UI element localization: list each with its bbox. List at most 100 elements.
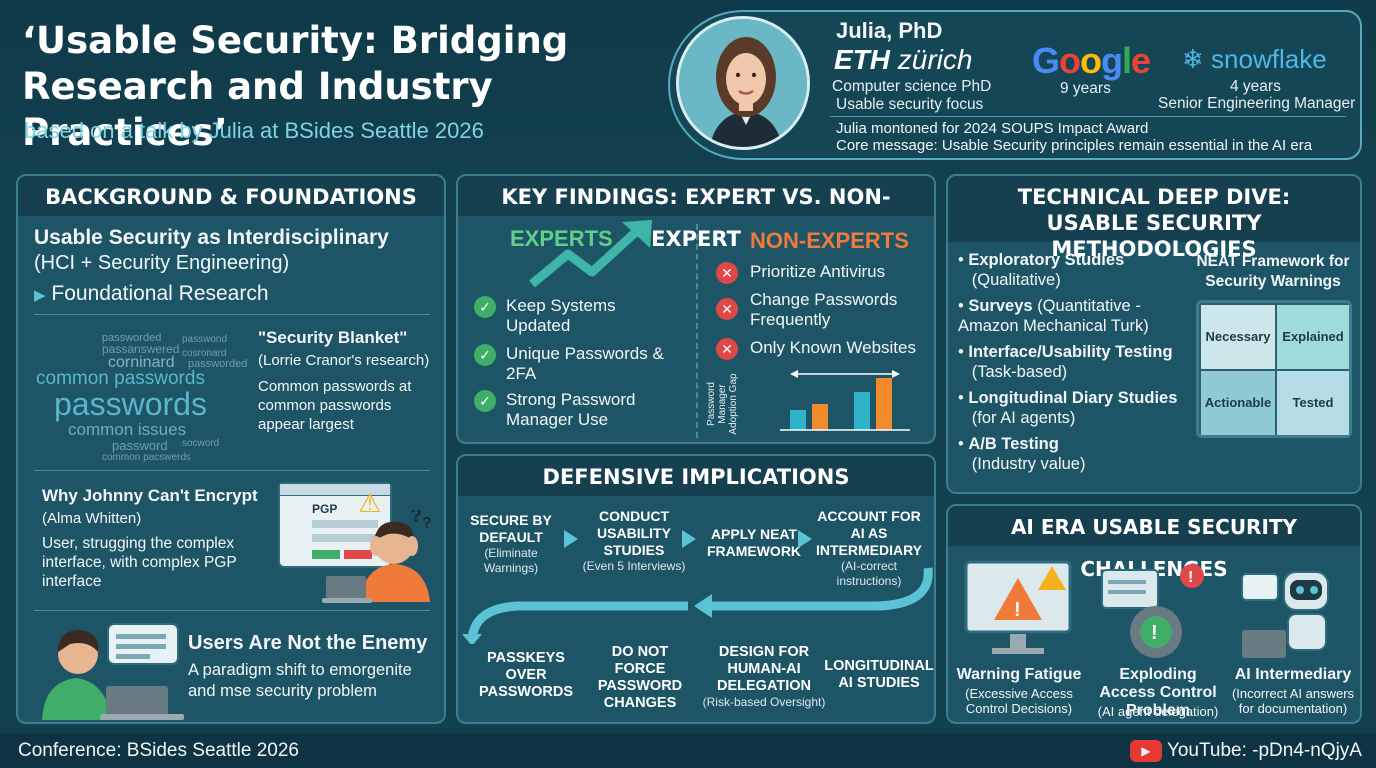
svg-text:!: ! — [1014, 599, 1021, 621]
interdisciplinary-title: Usable Security as Interdisciplinary — [34, 226, 389, 249]
gap-bar — [790, 410, 806, 430]
neat-puzzle: Necessary Explained Actionable Tested — [1196, 300, 1352, 438]
methods-list: • Exploratory Studies (Qualitative) • Su… — [958, 250, 1198, 474]
speaker-note-1: Julia montoned for 2024 SOUPS Impact Awa… — [836, 120, 1149, 137]
defensive-heading: DEFENSIVE IMPLICATIONS — [458, 456, 934, 496]
step-human-ai-delegation: DESIGN FOR HUMAN-AI DELEGATION(Risk-base… — [702, 644, 826, 709]
arrow-right-icon — [564, 530, 578, 548]
neat-necessary: Necessary — [1201, 305, 1275, 369]
enemy-desc: A paradigm shift to emorgenite and mse s… — [188, 661, 412, 700]
security-blanket-title: "Security Blanket" — [258, 328, 408, 347]
check-icon: ✓ — [474, 296, 496, 318]
nonexperts-label: NON-EXPERTS — [750, 228, 909, 253]
pgp-label: PGP — [312, 502, 338, 516]
speaker-note-2: Core message: Usable Security principles… — [836, 137, 1313, 154]
divider — [34, 610, 430, 611]
method-item: • A/B Testing (Industry value) — [958, 435, 1086, 473]
expert-item: ✓ Keep Systems Updated — [474, 296, 684, 336]
neat-actionable: Actionable — [1201, 371, 1275, 435]
step-ai-intermediary: ACCOUNT FOR AI AS INTERMEDIARY(AI-correc… — [815, 508, 923, 588]
expert-item: ✓ Strong Password Manager Use — [474, 390, 684, 430]
gap-bar — [812, 404, 828, 430]
speaker-notes: Julia montoned for 2024 SOUPS Impact Awa… — [830, 116, 1346, 156]
speaker-avatar — [676, 16, 810, 150]
eth-line-2: Usable security focus — [836, 96, 984, 113]
method-item: • Exploratory Studies (Qualitative) — [958, 251, 1125, 289]
subtitle: based on a talk by Julia at BSides Seatt… — [24, 118, 484, 143]
youtube-link[interactable]: ▶ YouTube: -pDn4-nQjyA — [1130, 740, 1362, 762]
step-usability-studies: CONDUCT USABILITY STUDIES(Even 5 Intervi… — [582, 508, 686, 573]
warning-icon: ⚠ — [358, 488, 382, 518]
google-years: 9 years — [1060, 80, 1111, 97]
step-no-forced-changes: DO NOT FORCE PASSWORD CHANGES — [597, 644, 683, 711]
divider — [34, 314, 430, 315]
svg-text:?: ? — [422, 515, 432, 532]
check-icon: ✓ — [474, 390, 496, 412]
title-line-2: Research and Industry Practices’ — [22, 65, 493, 154]
technical-heading: TECHNICAL DEEP DIVE: USABLE SECURITY MET… — [948, 176, 1360, 261]
findings-panel: KEY FINDINGS: EXPERT VS. NON-EXPERT EXPE… — [456, 174, 936, 444]
access-control-sub: (AI agent delegation) — [1097, 704, 1219, 719]
snowflake-years: 4 years — [1230, 78, 1281, 95]
divider — [34, 470, 430, 471]
step-passkeys: PASSKEYS OVER PASSWORDS — [479, 650, 573, 700]
arrow-right-icon — [798, 530, 812, 548]
check-icon: ✓ — [474, 344, 496, 366]
warning-fatigue-sub: (Excessive Access Control Decisions) — [965, 686, 1073, 716]
enemy-title: Users Are Not the Enemy — [188, 632, 428, 654]
warning-fatigue-title: Warning Fatigue — [956, 666, 1082, 683]
background-panel: BACKGROUND & FOUNDATIONS Usable Security… — [16, 174, 446, 724]
ai-robot-icon — [1241, 571, 1329, 658]
nonexpert-item: ✕ Only Known Websites — [716, 338, 926, 360]
friendly-user-illustration — [42, 623, 184, 720]
step-neat-framework: APPLY NEAT FRAMEWORK — [706, 526, 802, 559]
trend-up-icon — [529, 220, 652, 288]
speaker-name: Julia, PhD — [836, 18, 943, 43]
ai-intermediary-sub: (Incorrect AI answers for documentation) — [1231, 686, 1355, 716]
security-blanket-sub: (Lorrie Cranor's research) — [258, 352, 430, 369]
johnny-title: Why Johnny Can't Encrypt — [42, 486, 258, 505]
neat-tested: Tested — [1277, 371, 1349, 435]
method-item: • Surveys (Quantitative - Amazon Mechani… — [958, 297, 1149, 335]
cross-icon: ✕ — [716, 262, 738, 284]
warning-monitor-icon: ! — [964, 560, 1072, 654]
access-control-icon: ! ! — [1101, 564, 1204, 658]
gap-bar — [876, 378, 892, 430]
password-wordcloud: passworded passwond passanswered cosrona… — [36, 332, 248, 463]
footer: Conference: BSides Seattle 2026 ▶ YouTub… — [0, 733, 1376, 768]
method-item: • Interface/Usability Testing (Task-base… — [958, 343, 1173, 381]
cross-icon: ✕ — [716, 298, 738, 320]
technical-panel: TECHNICAL DEEP DIVE: USABLE SECURITY MET… — [946, 174, 1362, 494]
svg-text:!: ! — [1188, 569, 1193, 586]
svg-text:!: ! — [1151, 622, 1158, 644]
security-blanket-desc: Common passwords at common passwords app… — [258, 378, 412, 433]
conference-label: Conference: BSides Seattle 2026 — [18, 740, 299, 761]
title-line-1: ‘Usable Security: Bridging — [22, 19, 569, 62]
adoption-gap-chart — [780, 370, 910, 431]
cross-icon: ✕ — [716, 338, 738, 360]
laptop-icon — [322, 576, 372, 603]
step-longitudinal-ai: LONGITUDINAL AI STUDIES — [824, 658, 934, 691]
johnny-desc: User, strugging the complex interface, w… — [42, 535, 237, 590]
background-heading: BACKGROUND & FOUNDATIONS — [18, 176, 444, 216]
ai-intermediary-title: AI Intermediary — [1234, 666, 1352, 683]
neat-title: NEAT Framework for Security Warnings — [1196, 253, 1350, 290]
method-item: • Longitudinal Diary Studies (for AI age… — [958, 389, 1178, 427]
gap-axis-label: Password Manager Adoption Gap — [706, 373, 739, 435]
expert-item: ✓ Unique Passwords & 2FA — [474, 344, 684, 384]
interdisciplinary-sub: (HCI + Security Engineering) — [34, 252, 290, 274]
eth-line-1: Computer science PhD — [832, 78, 992, 95]
play-icon: ▶ — [34, 287, 46, 304]
findings-heading: KEY FINDINGS: EXPERT VS. NON-EXPERT — [458, 176, 934, 251]
snowflake-icon: ❄ — [1182, 44, 1204, 74]
johnny-sub: (Alma Whitten) — [42, 510, 142, 527]
defensive-panel: DEFENSIVE IMPLICATIONS SECURE BY DEFAULT… — [456, 454, 936, 724]
svg-text:?: ? — [410, 510, 422, 527]
eth-logo: ETH zürich — [834, 44, 973, 75]
snowflake-role: Senior Engineering Manager — [1158, 95, 1356, 112]
arrow-right-icon — [682, 530, 696, 548]
page-title: ‘Usable Security: Bridging Research and … — [22, 18, 672, 156]
snowflake-logo: ❄ snowflake — [1182, 44, 1327, 74]
google-logo: Google — [1032, 40, 1151, 81]
experts-label: EXPERTS — [510, 226, 613, 251]
